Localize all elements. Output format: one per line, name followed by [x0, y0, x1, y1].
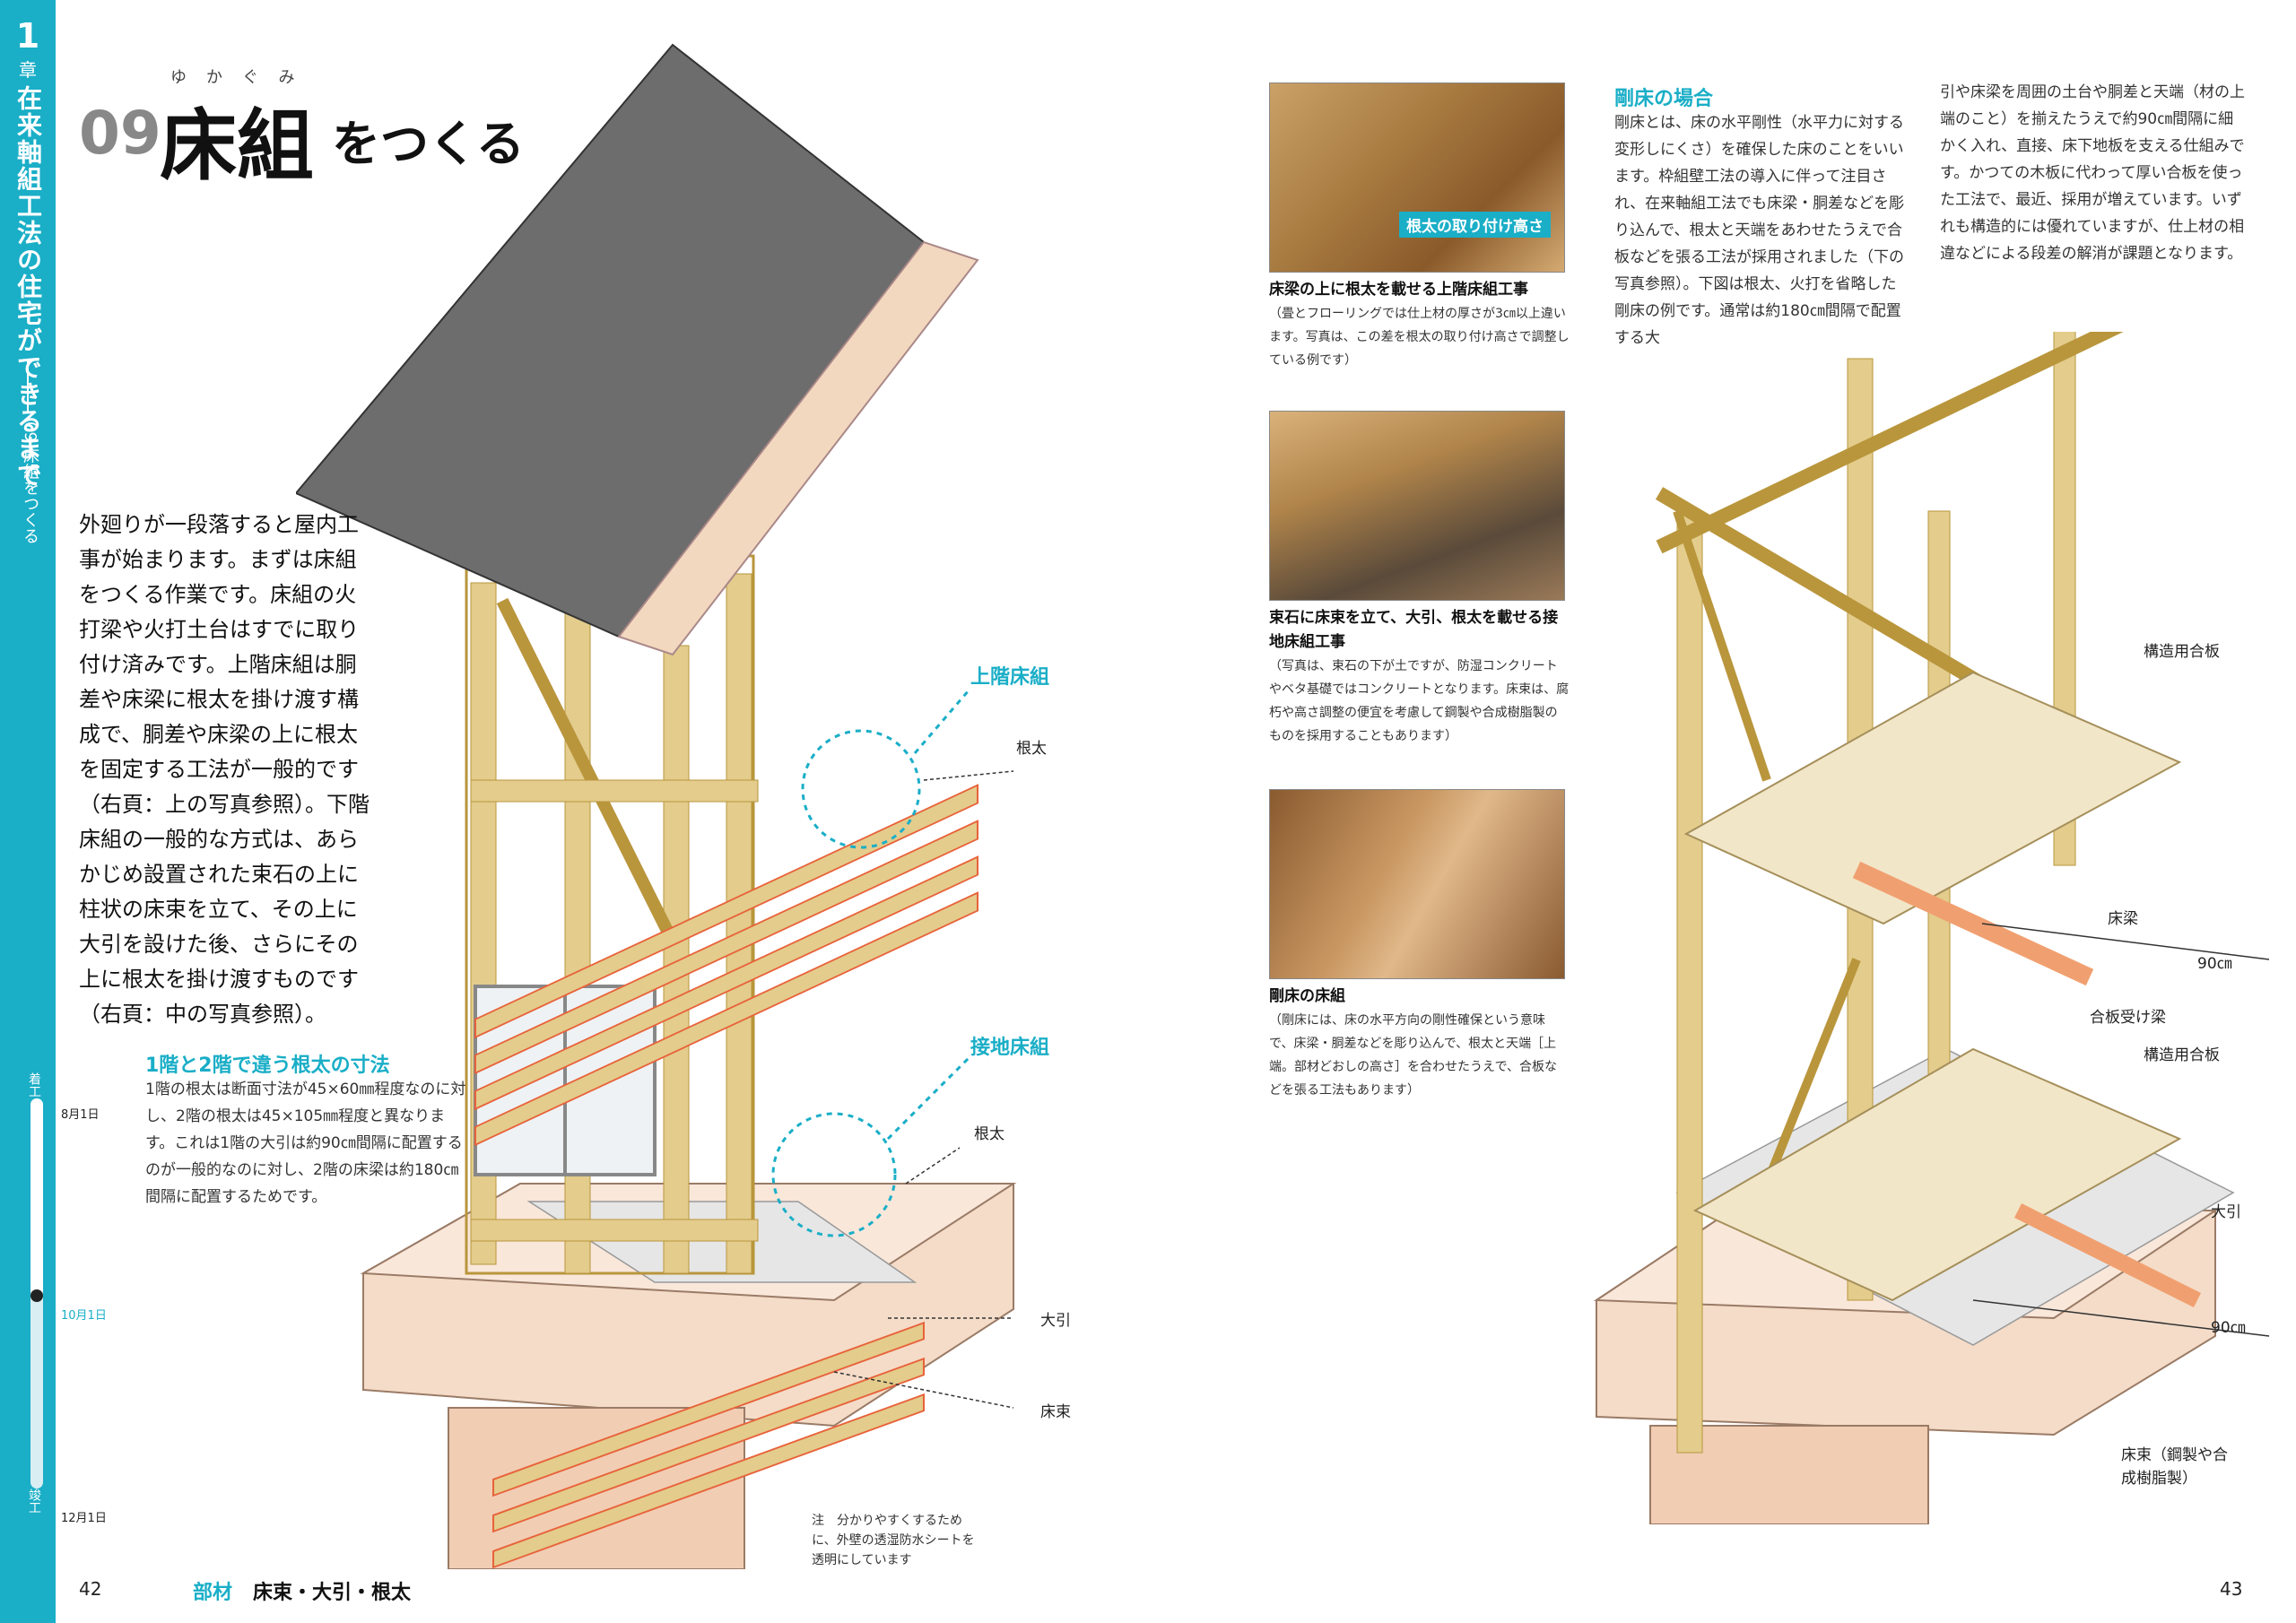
label-obiki: 大引	[2211, 1203, 2241, 1221]
caption-title: 束石に床束を立て、大引、根太を載せる接地床組工事	[1269, 609, 1559, 651]
label-dim-lower: 90㎝	[2211, 1319, 2246, 1337]
photo-caption-3: 剛床の床組 （剛床には、床の水平方向の剛性確保という意味で、床梁・胴差などを彫り…	[1269, 985, 1570, 1102]
dimension-line	[1972, 1299, 2270, 1337]
right-rigid-floor-diagram	[1593, 332, 2270, 1524]
label-floor-post: 床束（鋼製や合成樹脂製）	[2121, 1446, 2228, 1488]
photo-tag: 根太の取り付け高さ	[1399, 212, 1551, 238]
dosashi-beam	[470, 779, 759, 803]
photo-caption-1: 床梁の上に根太を載せる上階床組工事 （畳とフローリングでは仕上材の厚さが3㎝以上…	[1269, 278, 1570, 372]
rigid-floor-text-col2: 引や床梁を周囲の土台や胴差と天端（材の上端のこと）を揃えたうえで約90㎝間隔に細…	[1940, 83, 2245, 263]
ground-floor-highlight	[771, 1112, 897, 1237]
photo-ground-floor-frame	[1269, 411, 1565, 601]
body-text-left: 外廻りが一段落すると屋内工事が始まります。まずは床組をつくる作業です。床組の火打…	[79, 512, 370, 1027]
section-subtitle-vertical: 09 床組をつくる	[21, 421, 39, 544]
label-joist-upper: 根太	[1016, 740, 1047, 758]
page-title: 床組	[160, 101, 314, 191]
page-title-suffix: をつくる	[332, 116, 525, 172]
caption-title: 剛床の床組	[1269, 987, 1345, 1005]
plywood-upper	[1683, 671, 2182, 925]
chapter-kanji: 章	[19, 59, 37, 81]
label-yukazuka: 床束	[1040, 1403, 1071, 1421]
label-plywood-upper: 構造用合板	[2144, 643, 2220, 661]
post	[726, 573, 752, 1274]
sill	[470, 1219, 759, 1242]
dimension-line	[1981, 923, 2270, 960]
footer-tag: 部材	[193, 1582, 233, 1604]
rigid-floor-heading: 剛床の場合	[1614, 88, 1714, 110]
timeline-mark: 10月1日	[61, 1309, 107, 1323]
label-dim-upper: 90㎝	[2197, 955, 2232, 973]
photo-upper-floor-joists	[1269, 82, 1565, 273]
caption-text: （剛床には、床の水平方向の剛性確保という意味で、床梁・胴差などを彫り込んで、根太…	[1269, 1013, 1558, 1098]
timeline-mark: 12月1日	[61, 1512, 107, 1525]
caption-title: 床梁の上に根太を載せる上階床組工事	[1269, 281, 1528, 299]
callout-ground-floor: 接地床組	[970, 1037, 1050, 1059]
brace	[1673, 509, 1771, 782]
ground-floor-joists	[492, 1321, 925, 1569]
foundation-footing	[1649, 1425, 1929, 1524]
brace	[496, 597, 679, 945]
timeline-start-label: 着工	[27, 1072, 41, 1098]
photo-rigid-floor	[1269, 789, 1565, 979]
floor-beam	[1852, 861, 2094, 986]
caption-text: （写真は、束石の下が土ですが、防湿コンクリートやベタ基礎ではコンクリートとなりま…	[1269, 659, 1570, 743]
callout-upper-floor: 上階床組	[970, 666, 1050, 689]
plywood-lower	[1692, 1047, 2182, 1302]
diagram-note: 注 分かりやすくするために、外壁の透湿防水シートを透明にしています	[812, 1514, 975, 1567]
label-plywood-beam: 合板受け梁	[2090, 1009, 2166, 1027]
roof-fascia	[617, 240, 979, 656]
chapter-number: 1	[15, 16, 40, 56]
sidebox-heading: 1階と2階で違う根太の寸法	[145, 1055, 390, 1077]
chapter-separator	[27, 359, 29, 412]
top-beam	[1656, 332, 2124, 554]
page-number-left: 42	[79, 1578, 102, 1600]
title-ruby: ゆかぐみ	[170, 68, 315, 87]
upper-floor-highlight	[801, 729, 921, 849]
label-joist-lower: 根太	[974, 1125, 1004, 1143]
obiki-beam	[2013, 1202, 2202, 1308]
timeline-mark: 8月1日	[61, 1108, 100, 1122]
sidebox-text: 1階の根太は断面寸法が45×60㎜程度なのに対し、2階の根太は45×105㎜程度…	[145, 1081, 466, 1206]
timeline-end-label: 竣工	[27, 1488, 41, 1514]
timeline-marker	[30, 1289, 43, 1302]
chapter-title: 在来軸組工法の住宅ができるまで	[13, 85, 43, 489]
section-number: 09	[79, 99, 161, 168]
upper-floor-joists	[474, 784, 978, 1147]
rigid-floor-text-col1: 剛床とは、床の水平剛性（水平力に対する変形しにくさ）を確保した床のことをいいます…	[1614, 114, 1905, 347]
label-obiki: 大引	[1040, 1312, 1071, 1330]
caption-text: （畳とフローリングでは仕上材の厚さが3㎝以上違います。写真は、この差を根太の取り…	[1269, 307, 1570, 368]
photo-caption-2: 束石に床束を立て、大引、根太を載せる接地床組工事 （写真は、束石の下が土ですが、…	[1269, 606, 1570, 748]
left-house-diagram	[296, 43, 1017, 1569]
roof-tiles	[296, 43, 926, 638]
chapter-sidebar	[0, 0, 56, 1623]
timeline-progress	[30, 1098, 43, 1296]
label-plywood-lower: 構造用合板	[2144, 1046, 2220, 1064]
label-floor-beam: 床梁	[2108, 910, 2138, 928]
footer-title: 床束・大引・根太	[253, 1582, 412, 1604]
page-number-right: 43	[2220, 1578, 2243, 1600]
